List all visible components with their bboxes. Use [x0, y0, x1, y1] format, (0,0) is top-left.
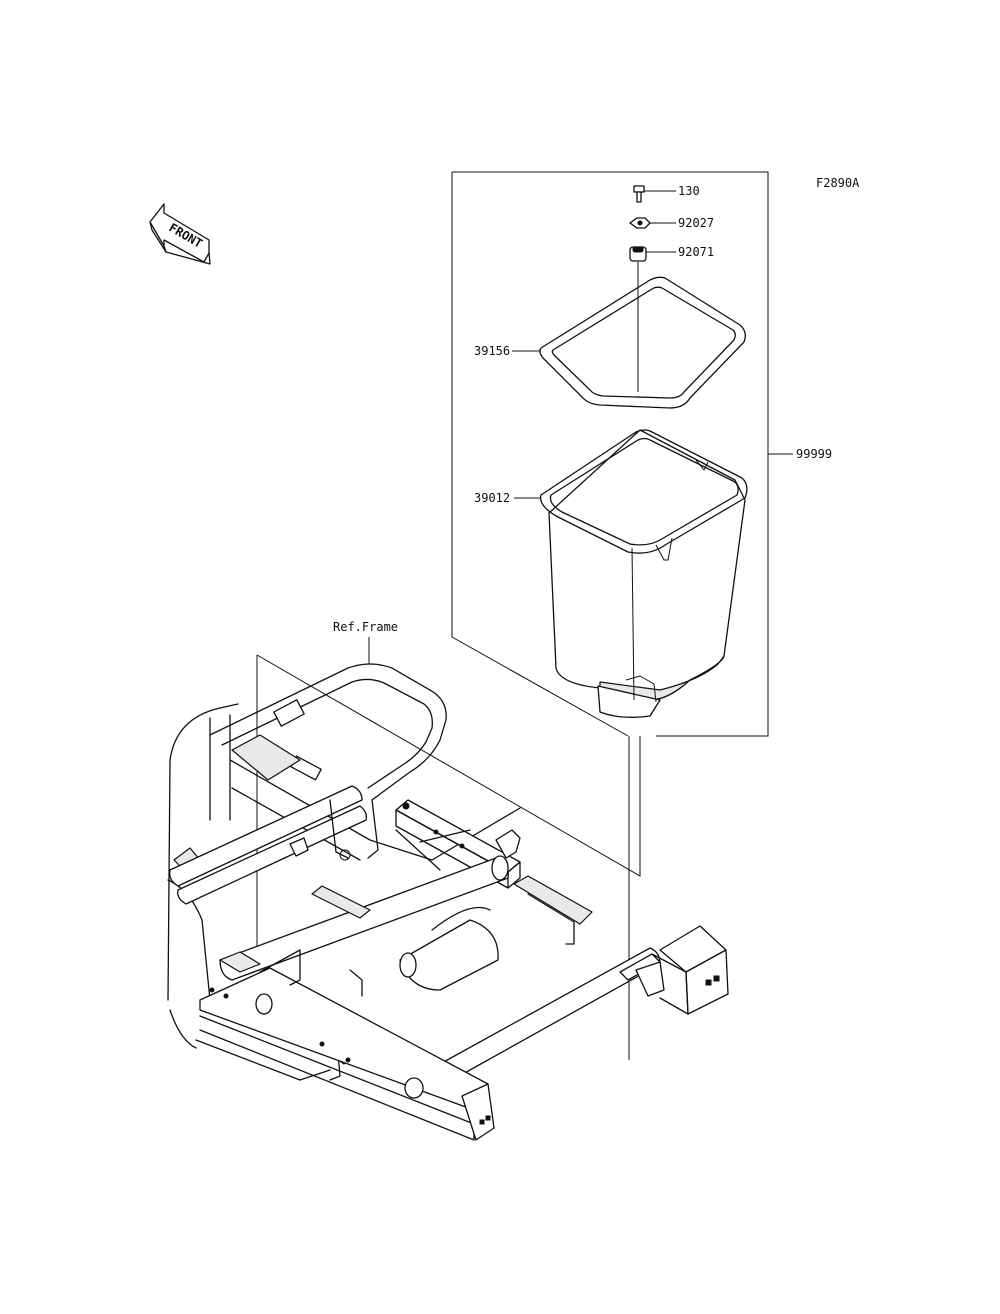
ref-frame-label: Ref.Frame [333, 620, 399, 634]
grommet-icon [629, 246, 676, 262]
figure-code: F2890A [816, 176, 860, 190]
bolt-icon [633, 185, 676, 203]
storage-box-icon [514, 429, 748, 718]
seal-gasket-icon [512, 276, 746, 409]
part-number-bolt: 130 [678, 184, 700, 198]
ref-frame-leader [256, 637, 641, 960]
vehicle-frame-icon [167, 663, 729, 1141]
assembly-bracket-outline [451, 171, 793, 737]
front-arrow-icon: FRONT [149, 203, 211, 265]
washer-icon [629, 217, 676, 229]
part-number-seal-gasket: 39156 [474, 344, 511, 358]
part-number-assembly: 99999 [796, 447, 833, 461]
part-number-storage-box: 39012 [474, 491, 511, 505]
part-number-washer: 92027 [678, 216, 715, 230]
part-number-grommet: 92071 [678, 245, 715, 259]
